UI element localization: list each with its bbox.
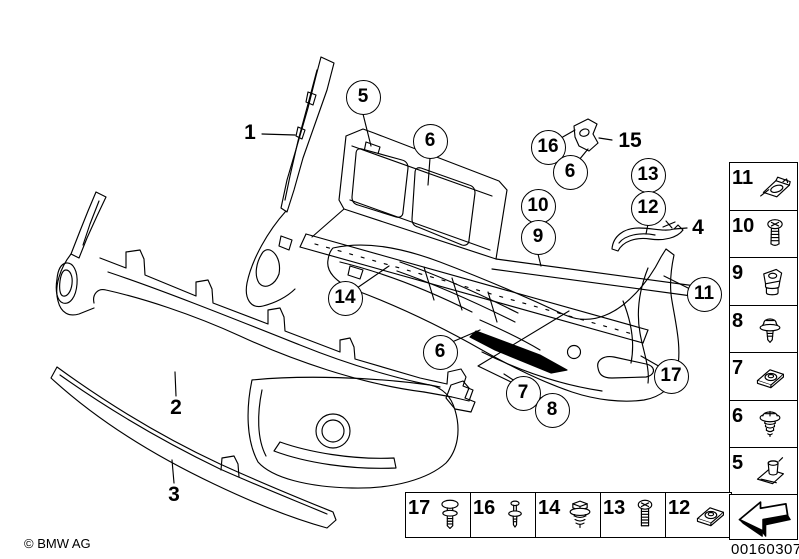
fastener-box-number: 6: [732, 404, 744, 427]
expansion-rivet-icon: [441, 499, 459, 530]
leader-line-16: [560, 129, 576, 139]
leader-line-9: [537, 253, 542, 267]
callout-label-2[interactable]: 2: [170, 396, 182, 419]
washer-screw-icon: [759, 318, 780, 344]
callout-circle-8[interactable]: 8: [534, 392, 570, 428]
callout-circle-12[interactable]: 12: [630, 190, 666, 226]
callout-circle-17[interactable]: 17: [653, 358, 689, 394]
leader-line-3: [171, 459, 175, 484]
fastener-box-col-10[interactable]: 10: [729, 209, 798, 259]
washer-tapping-screw-icon: [759, 410, 780, 438]
flat-clip-icon: [696, 507, 724, 527]
leader-line-2: [174, 371, 177, 397]
leader-line-15: [598, 137, 613, 141]
callout-circle-5[interactable]: 5: [345, 79, 381, 115]
fastener-icon-holder: [744, 265, 795, 299]
fastener-icon-holder: [496, 498, 533, 532]
fastener-box-col-11[interactable]: 11: [729, 162, 798, 211]
fastener-box-col-6[interactable]: 6: [729, 399, 798, 449]
fastener-box-col-8[interactable]: 8: [729, 304, 798, 354]
fastener-icon-holder: [755, 217, 795, 251]
copyright-text: © BMW AG: [24, 536, 91, 551]
pin-rivet-icon: [508, 500, 522, 528]
callout-circle-7[interactable]: 7: [505, 375, 541, 411]
fastener-box-number: 16: [473, 497, 496, 519]
fastener-box-number: 10: [732, 214, 755, 237]
fastener-icon-holder: [561, 498, 598, 532]
hex-flange-screw-icon: [569, 500, 591, 529]
callout-circle-6[interactable]: 6: [412, 123, 448, 159]
fastener-box-number: 12: [668, 497, 691, 519]
leader-line-12: [645, 223, 649, 235]
fastener-box-row-17[interactable]: 17: [405, 492, 472, 538]
leader-line-1: [261, 133, 296, 136]
callout-circle-6[interactable]: 6: [552, 154, 588, 190]
leader-line-14: [356, 265, 390, 289]
fastener-box-number: 7: [732, 357, 744, 379]
callout-label-15[interactable]: 15: [618, 129, 642, 152]
machine-screw-icon: [767, 219, 783, 246]
fastener-box-number: 8: [732, 309, 744, 332]
grommet-clip-icon: [762, 268, 782, 295]
fastener-box-col-5[interactable]: 5: [729, 447, 798, 496]
fastener-box-number: 5: [732, 452, 744, 474]
fastener-box-row-13[interactable]: 13: [600, 492, 667, 538]
fastener-icon-holder: [754, 170, 795, 204]
fastener-box-number: 13: [603, 497, 626, 519]
fastener-box-row-12[interactable]: 12: [665, 492, 732, 538]
fastener-box-row-16[interactable]: 16: [470, 492, 537, 538]
callout-circle-10[interactable]: 10: [520, 188, 556, 224]
fastener-box-number: 11: [732, 167, 754, 189]
fastener-icon-holder: [626, 498, 663, 532]
fastener-box-number: 14: [538, 497, 561, 519]
callout-label-1[interactable]: 1: [244, 121, 256, 144]
flat-clip-icon: [756, 368, 784, 388]
fastener-icon-holder: [744, 360, 795, 394]
fastener-box-number: 9: [732, 262, 744, 284]
fastener-icon-holder: [744, 312, 795, 346]
leader-line-4: [673, 227, 688, 230]
fastener-icon-holder: [691, 498, 728, 532]
fastener-box-row-14[interactable]: 14: [535, 492, 602, 538]
callout-circle-6[interactable]: 6: [422, 334, 458, 370]
direction-arrow-icon: [738, 501, 791, 537]
leader-line-6: [427, 157, 431, 186]
callout-circle-11[interactable]: 11: [686, 276, 722, 312]
pan-head-screw-icon: [637, 499, 653, 527]
callout-circle-13[interactable]: 13: [630, 157, 666, 193]
callout-label-3[interactable]: 3: [168, 483, 180, 506]
fastener-icon-holder: [431, 498, 468, 532]
leader-line-11: [663, 275, 689, 289]
pin-clip-icon: [756, 456, 784, 484]
fastener-box-number: 17: [408, 497, 431, 519]
document-number: 00160307: [731, 541, 799, 558]
speed-clip-nut-icon: [759, 176, 791, 197]
fastener-icon-holder: [744, 407, 795, 441]
view-direction-box: [729, 494, 798, 540]
fastener-box-col-7[interactable]: 7: [729, 352, 798, 401]
leader-line-7: [477, 310, 570, 383]
callout-circle-9[interactable]: 9: [520, 219, 556, 255]
leader-line-6: [451, 329, 481, 343]
fastener-icon-holder: [744, 455, 795, 489]
leader-line-5: [362, 113, 372, 147]
callout-circle-14[interactable]: 14: [327, 280, 363, 316]
fastener-box-col-9[interactable]: 9: [729, 257, 798, 306]
callout-label-4[interactable]: 4: [692, 216, 704, 239]
